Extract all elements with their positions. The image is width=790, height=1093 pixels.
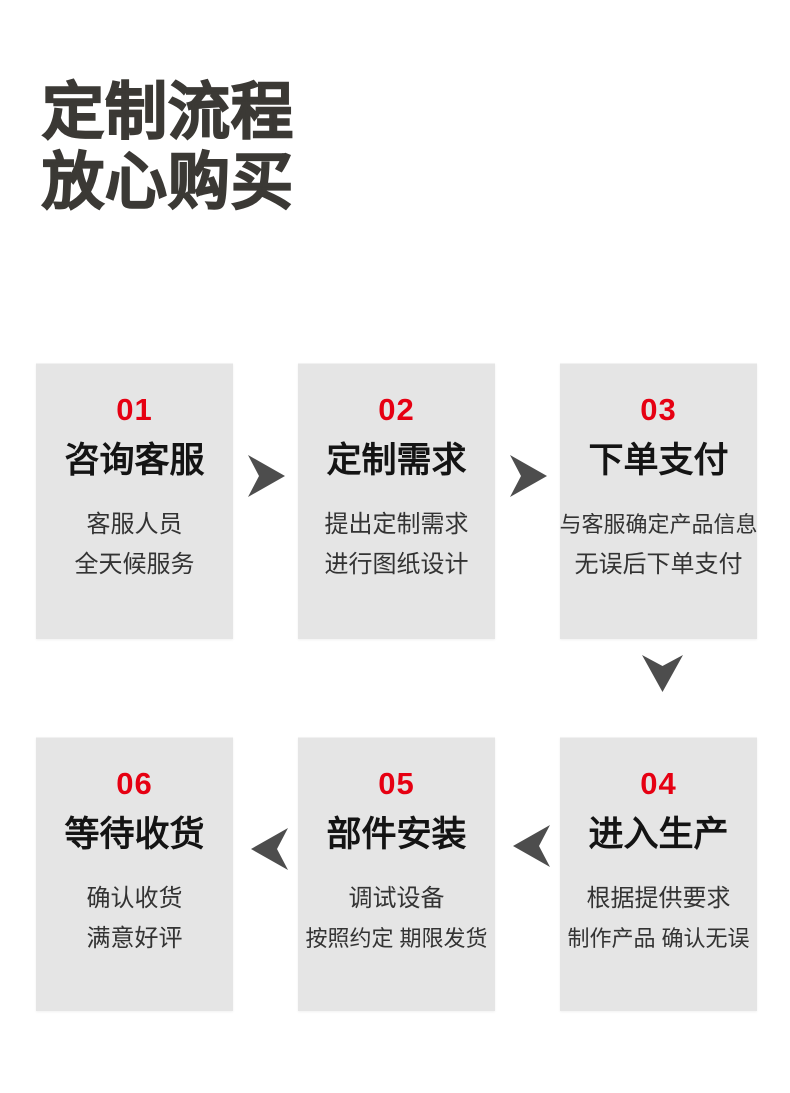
step-desc-line: 制作产品 确认无误 [567,926,750,951]
step-desc-line: 进行图纸设计 [324,551,469,578]
arrow-left-icon [513,825,550,867]
step-card-01: 01 咨询客服 客服人员 全天候服务 [36,363,233,639]
arrow-right-icon [510,455,547,497]
step-desc-line: 全天候服务 [74,551,195,578]
step-card-02: 02 定制需求 提出定制需求 进行图纸设计 [298,363,495,639]
step-desc-line: 与客服确定产品信息 [559,512,758,537]
step-number: 02 [378,392,415,427]
step-desc-line: 提出定制需求 [324,511,469,538]
step-card-04: 04 进入生产 根据提供要求 制作产品 确认无误 [560,737,757,1011]
step-desc-line: 满意好评 [86,925,183,952]
step-number: 03 [640,392,677,427]
step-card-03: 03 下单支付 与客服确定产品信息 无误后下单支付 [560,363,758,639]
step-number: 05 [378,766,415,801]
step-card-05: 05 部件安装 调试设备 按照约定 期限发货 [298,737,495,1011]
step-description: 根据提供要求 制作产品 确认无误 [567,879,749,959]
page-title-line2: 放心购买 [41,147,295,218]
step-description: 调试设备 按照约定 期限发货 [305,879,487,959]
step-number: 04 [640,766,677,801]
step-description: 确认收货 满意好评 [87,879,183,959]
step-desc-line: 按照约定 期限发货 [305,926,488,951]
step-title: 下单支付 [588,441,729,480]
step-title: 部件安装 [326,815,467,854]
page-title-line1: 定制流程 [41,77,295,148]
arrow-left-icon [251,828,288,870]
step-desc-line: 客服人员 [86,511,183,538]
step-card-06: 06 等待收货 确认收货 满意好评 [36,737,233,1011]
step-description: 提出定制需求 进行图纸设计 [325,505,469,585]
page-title: 定制流程放心购买 [41,77,295,218]
step-desc-line: 根据提供要求 [586,885,731,912]
step-description: 客服人员 全天候服务 [75,505,195,585]
step-title: 等待收货 [64,815,205,854]
arrow-right-icon [248,455,285,497]
step-desc-line: 调试设备 [348,885,445,912]
step-title: 咨询客服 [64,441,205,480]
step-desc-line: 确认收货 [86,885,183,912]
step-number: 06 [116,766,153,801]
step-desc-line: 无误后下单支付 [574,551,743,578]
step-description: 与客服确定产品信息 无误后下单支付 [560,505,758,585]
step-title: 进入生产 [588,815,729,854]
step-number: 01 [116,392,153,427]
arrow-down-icon [642,655,683,692]
step-title: 定制需求 [326,441,467,480]
